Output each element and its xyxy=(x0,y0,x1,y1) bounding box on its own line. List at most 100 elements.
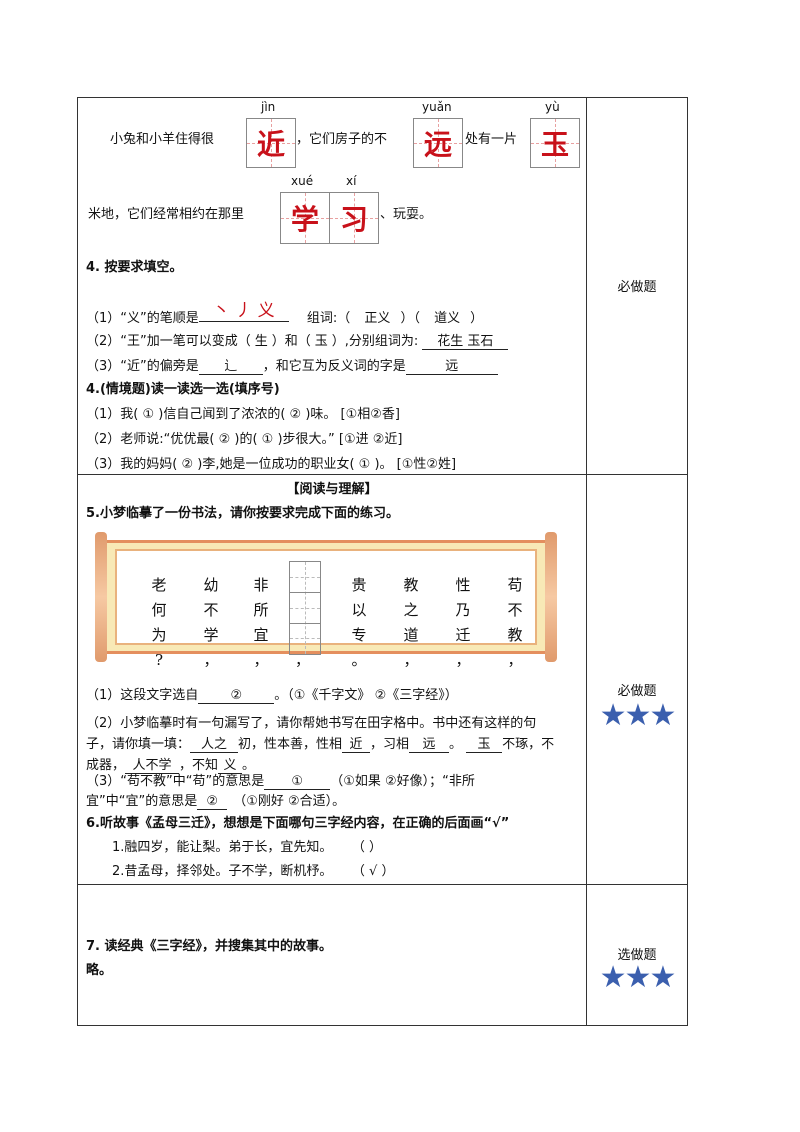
q5-l3-text-f: 不琢，不 xyxy=(502,737,555,752)
scroll-roll-right xyxy=(545,532,557,662)
q5-l4-text-i: 。 xyxy=(242,758,256,773)
q5-answer-renzhi: 人之 xyxy=(190,733,239,753)
q5-l3-text-b: 子，请你填一填： xyxy=(86,737,191,752)
q4-l2-text-c: ）,分别组词为: xyxy=(331,334,419,349)
q6-option2-mark: （ √ ） xyxy=(358,864,395,879)
q5-line3: 子，请你填一填：人之初，性本善，性相近，习相远。玉不琢，不 xyxy=(86,733,554,753)
q3-line1-c: 处有一片 xyxy=(465,132,518,147)
q5-answer-gou: ① xyxy=(264,774,331,790)
q4-l3-answer1: 辶 xyxy=(198,355,263,375)
q4-l2-text-a: （2）“王”加一笔可以变成（ xyxy=(86,334,251,349)
q4b-line1: （1）我( ① )信自己闻到了浓浓的( ② )味。 [①相②香] xyxy=(86,407,400,422)
scroll-column: 贵以专。 xyxy=(351,576,367,669)
pinyin-yuan: yuǎn xyxy=(422,100,452,114)
side-label-optional: 选做题 xyxy=(617,948,657,963)
q4-line3: （3）“近”的偏旁是辶，和它互为反义词的字是远 xyxy=(86,355,498,375)
q5-answer-renbuxue: 人不学 xyxy=(125,754,180,774)
q6-option1-mark: （ ） xyxy=(358,840,383,855)
q4-l1-text-b: 组词:（ xyxy=(306,311,351,326)
cell-char: 远 xyxy=(423,128,452,161)
q3-line1-a: 小兔和小羊住得很 xyxy=(110,132,215,147)
q5-l3-text-c: 初，性本善，性相 xyxy=(238,737,343,752)
q5-l4-text-h: ，不知 xyxy=(179,758,219,773)
tianzige-cell-xi: 习 xyxy=(329,192,379,244)
q6-option2: 2.昔孟母，择邻处。子不学，断机杼。 （ √ ） xyxy=(112,860,394,879)
tianzige-cell-yu: 玉 xyxy=(530,118,580,168)
q5-l6-text-d: （①刚好 ②合适）。 xyxy=(233,794,346,809)
q5-l5-text-a: （3）“苟不教”中“苟”的意思是 xyxy=(86,774,265,789)
table-col-divider xyxy=(586,97,587,1026)
cell-char: 学 xyxy=(290,203,319,236)
scroll-column: 性乃迁， xyxy=(455,576,471,669)
q5-answer-yu: 玉 xyxy=(466,733,503,753)
q5-answer-yi: 义 xyxy=(218,754,243,774)
reading-header: 【阅读与理解】 xyxy=(286,482,378,497)
table-left-border xyxy=(77,97,78,1026)
q5-l4-text-g: 成器， xyxy=(86,758,126,773)
q5-answer-yi2: ② xyxy=(197,794,228,810)
star-rating-1: ★★★ xyxy=(599,698,677,733)
q4-title: 4. 按要求填空。 xyxy=(86,260,183,275)
scroll-column: 苟不教， xyxy=(507,576,523,669)
side-label-required-2: 必做题 xyxy=(617,684,657,699)
scroll-column: 教之道， xyxy=(403,576,419,669)
q7-title: 7. 读经典《三字经》，并搜集其中的故事。 xyxy=(86,939,333,954)
calligraphy-scroll: 老何为? 幼不学， 非所宜， ， 贵以专。 教之道， 性乃迁， 苟不教， xyxy=(95,532,557,669)
q5-answer-jin: 近 xyxy=(342,733,371,753)
q4-l2-text-b: ）和（ xyxy=(271,334,311,349)
q4-l1-text-d: ） xyxy=(470,311,484,326)
q3-line2-b: 、玩耍。 xyxy=(380,207,433,222)
q4-line1: （1）“义”的笔顺是丶 丿 义 组词:（ 正义）（ 道义） xyxy=(86,301,484,328)
star-rating-2: ★★★ xyxy=(599,960,677,995)
q4-line2: （2）“王”加一笔可以变成（生）和（玉）,分别组词为:花生 玉石 xyxy=(86,330,509,350)
q4-l1-text-a: （1）“义”的笔顺是 xyxy=(86,311,199,326)
q4-l3-text-a: （3）“近”的偏旁是 xyxy=(86,359,199,374)
q5-title: 5.小梦临摹了一份书法，请你按要求完成下面的练习。 xyxy=(86,506,399,521)
q5-l3-text-d: ，习相 xyxy=(370,737,410,752)
q5-l1-text-b: 。（①《千字文》 ②《三字经》） xyxy=(274,688,458,703)
q6-option1: 1.融四岁，能让梨。弟于长，宜先知。 （ ） xyxy=(112,836,382,855)
blank-column-comma: ， xyxy=(295,651,311,669)
table-row-divider-2 xyxy=(77,884,688,885)
q6-option2-text: 2.昔孟母，择邻处。子不学，断机杼。 xyxy=(112,864,333,879)
q5-l6-text-c: 宜”中“宜”的意思是 xyxy=(86,794,198,809)
scroll-column: 非所宜， xyxy=(253,576,269,669)
table-top-border xyxy=(77,97,688,98)
q5-l3-text-e: 。 xyxy=(449,737,463,752)
cell-char: 玉 xyxy=(540,128,569,161)
tianzige-cell-jin: 近 xyxy=(246,118,296,168)
cell-char: 习 xyxy=(339,203,368,236)
pinyin-xue: xué xyxy=(291,174,314,188)
q3-line2-a: 米地，它们经常相约在那里 xyxy=(88,207,245,222)
q4-l2-word2: 玉 xyxy=(314,334,328,349)
scroll-inner: 老何为? 幼不学， 非所宜， ， 贵以专。 教之道， 性乃迁， 苟不教， xyxy=(115,549,537,669)
q5-l5-text-b: （①如果 ②好像）；“非所 xyxy=(330,774,475,789)
scroll-column: 幼不学， xyxy=(203,576,219,669)
blank-tianzige-column xyxy=(289,561,321,655)
table-right-border xyxy=(687,97,688,1026)
q4b-title: 4.(情境题)读一读选一选(填序号) xyxy=(86,382,280,397)
table-row-divider-1 xyxy=(77,474,688,475)
q5-l1-answer: ② xyxy=(198,688,275,704)
q4-l1-word1: 正义 xyxy=(364,311,391,326)
q4b-line3: （3）我的妈妈( ② )李,她是一位成功的职业女( ① )。 [①性②姓] xyxy=(86,457,457,472)
q6-option1-text: 1.融四岁，能让梨。弟于长，宜先知。 xyxy=(112,840,333,855)
q5-line4: 成器，人不学，不知义。 xyxy=(86,754,255,774)
scroll-paper: 老何为? 幼不学， 非所宜， ， 贵以专。 教之道， 性乃迁， 苟不教， xyxy=(107,540,545,669)
table-bottom-border xyxy=(77,1025,688,1026)
q4-l2-answer: 花生 玉石 xyxy=(422,330,509,350)
pinyin-xi: xí xyxy=(346,174,357,188)
stroke-order-answer: 丶 丿 义 xyxy=(198,296,289,322)
tianzige-cell-xue: 学 xyxy=(280,192,330,244)
pinyin-jin: jìn xyxy=(261,100,276,114)
side-label-required-1: 必做题 xyxy=(617,280,657,295)
q4-l3-answer2: 远 xyxy=(405,355,498,375)
q4b-line2: （2）老师说:“优优最( ② )的( ① )步很大。” [①进 ②近] xyxy=(86,432,403,447)
q4-l1-word2: 道义 xyxy=(434,311,461,326)
q7-answer: 略。 xyxy=(86,963,113,978)
q4-l1-text-c: ）（ xyxy=(400,311,420,326)
scroll-column: 老何为? xyxy=(151,576,167,669)
